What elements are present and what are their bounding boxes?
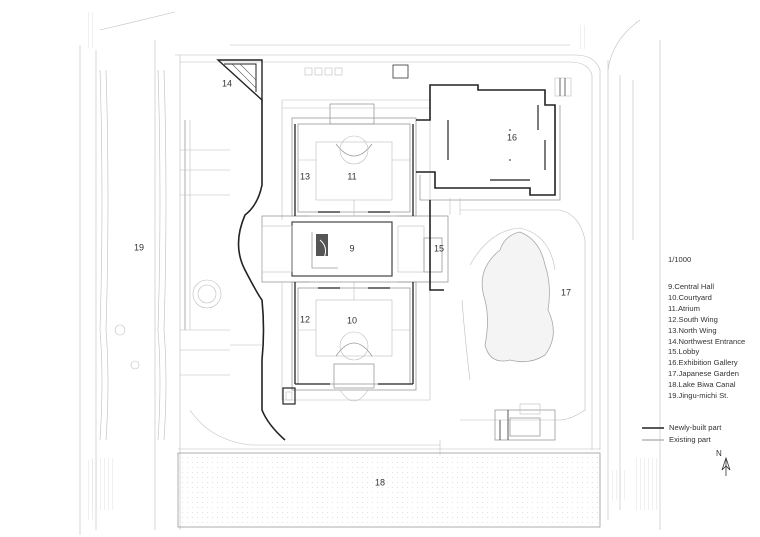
legend-item: 10.Courtyard <box>668 292 712 302</box>
northwest-entrance <box>216 59 263 102</box>
legend-newly-built: Newly-built part <box>669 423 722 432</box>
exhibition-gallery <box>416 77 572 291</box>
southeast-annex <box>494 403 556 441</box>
legend-existing: Existing part <box>669 435 711 444</box>
legend-item: 18.Lake Biwa Canal <box>668 380 736 390</box>
legend-item: 16.Exhibition Gallery <box>668 358 738 368</box>
small-structures <box>304 64 409 79</box>
paths <box>189 344 441 455</box>
legend-item: 13.North Wing <box>668 325 717 335</box>
label-central-hall: 9 <box>349 243 354 253</box>
label-jingu-michi: 19 <box>134 242 144 252</box>
legend-item: 12.South Wing <box>668 314 718 324</box>
street-jingu-michi <box>79 11 230 535</box>
label-south-wing: 12 <box>300 314 310 324</box>
lake-biwa-canal <box>177 448 601 528</box>
north-arrow-icon <box>721 456 731 476</box>
label-northwest-entrance: 14 <box>222 78 232 88</box>
main-building <box>261 99 449 405</box>
label-japanese-garden: 17 <box>561 287 571 297</box>
label-north-wing: 13 <box>300 171 310 181</box>
japanese-garden <box>460 209 586 421</box>
label-exhibition-gallery: 16 <box>507 132 517 142</box>
legend-item: 11.Atrium <box>668 303 700 313</box>
west-curved-wall <box>237 100 286 441</box>
legend-item: 14.Northwest Entrance <box>668 336 746 346</box>
legend-item: 15.Lobby <box>668 347 700 357</box>
north-label: N <box>716 449 722 458</box>
label-courtyard: 10 <box>347 315 357 325</box>
label-lake-biwa-canal: 18 <box>375 477 385 487</box>
label-atrium: 11 <box>347 171 356 181</box>
site-boundary <box>175 19 661 530</box>
legend-item: 9.Central Hall <box>668 282 715 291</box>
label-lobby: 15 <box>434 243 444 253</box>
scale-label: 1/1000 <box>668 255 692 264</box>
legend-item: 17.Japanese Garden <box>668 369 739 379</box>
legend-item: 19.Jingu-michi St. <box>668 391 729 401</box>
